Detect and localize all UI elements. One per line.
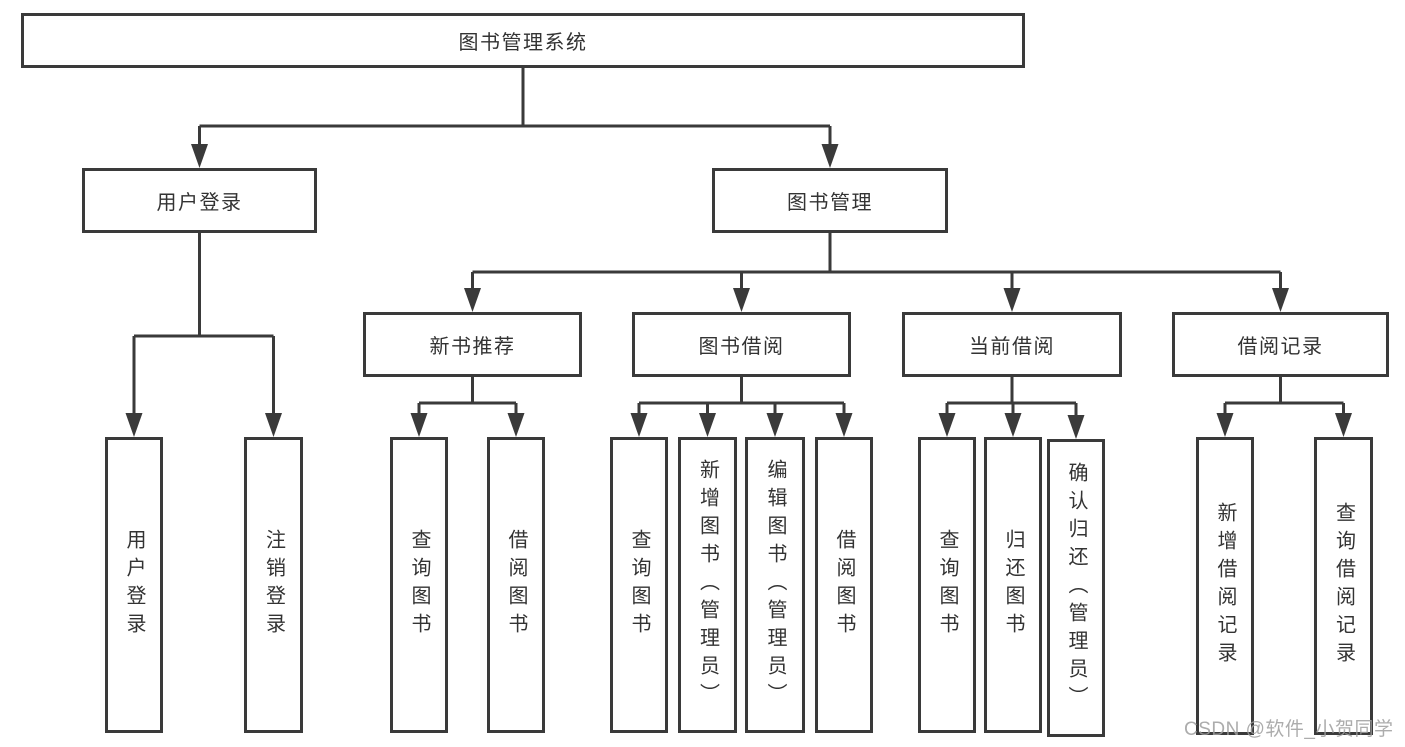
node-book-borrowing: 图书借阅 bbox=[632, 312, 851, 377]
leaf-user-login: 用户登录 bbox=[105, 437, 163, 733]
node-label: 图书管理 bbox=[787, 192, 873, 214]
node-label: 用户登录 bbox=[156, 192, 243, 214]
leaf-borrow-books: 借阅图书 bbox=[815, 437, 873, 733]
node-label: 查询图书 bbox=[936, 529, 958, 641]
node-label: 查询图书 bbox=[408, 529, 430, 641]
node-label: 归还图书 bbox=[1002, 529, 1024, 641]
node-label: 编辑图书（管理员） bbox=[764, 459, 786, 711]
node-label: 借阅记录 bbox=[1237, 336, 1324, 358]
leaf-query-books-current: 查询图书 bbox=[918, 437, 976, 733]
node-new-book-recommend: 新书推荐 bbox=[363, 312, 582, 377]
node-label: 查询图书 bbox=[628, 529, 650, 641]
leaf-query-books-recommend: 查询图书 bbox=[390, 437, 448, 733]
node-label: 图书管理系统 bbox=[458, 32, 588, 54]
leaf-query-books: 查询图书 bbox=[610, 437, 668, 733]
csdn-watermark: CSDN @软件_小贺同学 bbox=[1184, 719, 1394, 740]
leaf-return-books: 归还图书 bbox=[984, 437, 1042, 733]
leaf-edit-books-admin: 编辑图书（管理员） bbox=[745, 437, 805, 733]
node-label: 借阅图书 bbox=[833, 529, 855, 641]
node-label: 当前借阅 bbox=[969, 336, 1055, 358]
node-label: 新增借阅记录 bbox=[1214, 502, 1236, 670]
node-label: 查询借阅记录 bbox=[1332, 502, 1355, 670]
leaf-add-borrow-record: 新增借阅记录 bbox=[1196, 437, 1254, 735]
node-label: 新书推荐 bbox=[429, 336, 516, 358]
node-label: 确认归还（管理员） bbox=[1065, 462, 1087, 714]
node-borrow-records: 借阅记录 bbox=[1172, 312, 1389, 377]
leaf-add-books-admin: 新增图书（管理员） bbox=[678, 437, 737, 733]
node-book-management: 图书管理 bbox=[712, 168, 948, 233]
node-label: 图书借阅 bbox=[698, 336, 785, 358]
node-label: 注销登录 bbox=[262, 529, 285, 641]
node-user-login: 用户登录 bbox=[82, 168, 317, 233]
node-library-system: 图书管理系统 bbox=[21, 13, 1025, 68]
leaf-logout: 注销登录 bbox=[244, 437, 303, 733]
node-current-borrowing: 当前借阅 bbox=[902, 312, 1122, 377]
node-label: 新增图书（管理员） bbox=[696, 459, 719, 711]
leaf-confirm-return-admin: 确认归还（管理员） bbox=[1047, 439, 1105, 737]
leaf-borrow-books-recommend: 借阅图书 bbox=[487, 437, 545, 733]
node-label: 用户登录 bbox=[123, 529, 145, 641]
leaf-query-borrow-record: 查询借阅记录 bbox=[1314, 437, 1373, 735]
node-label: 借阅图书 bbox=[505, 529, 527, 641]
